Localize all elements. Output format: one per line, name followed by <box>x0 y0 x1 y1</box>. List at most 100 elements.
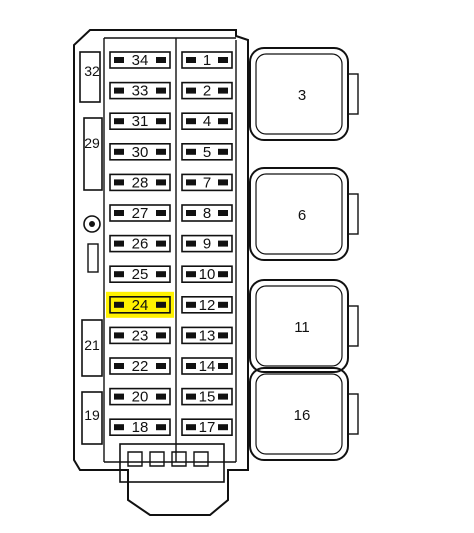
fuse-body <box>181 81 233 100</box>
fuse-terminal-left <box>186 179 196 186</box>
side-connector-lower <box>81 319 103 377</box>
right-column-fuse: 12 <box>181 295 233 314</box>
bottom-connector-pins <box>127 451 209 467</box>
right-column-fuse: 2 <box>181 81 233 100</box>
fuse-number: 15 <box>199 389 216 406</box>
fuse-terminal-left <box>186 118 196 125</box>
relay-inner <box>255 373 343 455</box>
relay-tab <box>347 193 359 235</box>
side-connector-mid <box>83 117 103 191</box>
fuse-number: 4 <box>203 113 211 130</box>
relay-number: 11 <box>294 319 310 336</box>
fuse-terminal-left <box>186 301 196 308</box>
relay: 11 <box>249 279 359 373</box>
fuse-terminal-left <box>114 210 124 216</box>
right-column-fuse: 14 <box>181 357 233 375</box>
right-column-fuse: 5 <box>181 143 233 161</box>
fuse-terminal-left <box>114 332 124 339</box>
left-column-fuse: 33 <box>109 81 171 100</box>
right-column-fuse: 10 <box>181 265 233 284</box>
fuse-terminal-right <box>218 271 228 278</box>
fuse-number: 25 <box>132 266 149 283</box>
fuse-body <box>109 387 171 406</box>
fuse-terminal-right <box>218 301 228 308</box>
fuse-number: 34 <box>132 52 149 69</box>
fuse-terminal-right <box>218 424 228 431</box>
fuse-body <box>181 112 233 130</box>
fuse-body <box>181 387 233 406</box>
left-column-fuse: 18 <box>109 418 171 437</box>
fuse-terminal-right <box>156 271 166 278</box>
fuse-number: 5 <box>203 144 211 161</box>
left-column-fuse: 28 <box>109 173 171 192</box>
relay-tab <box>347 305 359 347</box>
fuse-number: 2 <box>203 83 211 100</box>
relay-tab <box>347 73 359 115</box>
fuse-body <box>109 357 171 375</box>
left-column-fuse: 30 <box>109 143 171 161</box>
fuse-terminal-left <box>186 87 196 94</box>
fuse-number: 13 <box>199 327 216 344</box>
fuse-body <box>109 143 171 161</box>
left-column-fuse: 31 <box>109 112 171 130</box>
fuse-body <box>109 204 171 222</box>
relay: 16 <box>249 367 359 461</box>
fuse-body <box>181 204 233 222</box>
right-column-fuse: 17 <box>181 418 233 436</box>
side-label: 32 <box>84 63 100 79</box>
fuse-body <box>109 418 171 437</box>
fuse-terminal-left <box>114 363 124 369</box>
left-column-fuse: 26 <box>109 234 171 253</box>
relay-number: 6 <box>298 207 306 224</box>
fuse-terminal-right <box>218 87 228 94</box>
fuse-terminal-right <box>156 424 166 431</box>
mounting-screw-center <box>89 221 95 227</box>
fuse-body <box>181 143 233 161</box>
right-column-fuse: 8 <box>181 204 233 222</box>
fuse-terminal-right <box>218 148 228 155</box>
fuse-body <box>109 326 171 345</box>
fuse-body <box>109 265 171 284</box>
fuse-number: 27 <box>132 205 149 222</box>
fuse-terminal-left <box>114 393 124 400</box>
fuse-body <box>109 173 171 192</box>
relay-number: 16 <box>294 407 311 424</box>
fuse-number: 7 <box>203 174 211 191</box>
fuse-terminal-right <box>218 240 228 247</box>
fuse-terminal-right <box>156 240 166 247</box>
right-column-fuse: 4 <box>181 112 233 130</box>
fuse-body <box>109 234 171 253</box>
fuse-box-top-rail <box>104 37 236 463</box>
fuse-terminal-right <box>156 118 166 125</box>
fuse-terminal-left <box>186 393 196 400</box>
fuse-number: 18 <box>132 419 149 436</box>
right-column-fuse: 9 <box>181 234 233 253</box>
fuse-body <box>181 51 233 69</box>
relay: 6 <box>249 167 359 261</box>
fuse-terminal-left <box>114 271 124 278</box>
fuse-terminal-right <box>156 87 166 94</box>
fuse-body <box>109 295 171 314</box>
left-column-fuse: 20 <box>109 387 171 406</box>
left-column-fuse: 22 <box>109 357 171 375</box>
fuse-number: 33 <box>132 83 149 100</box>
fuse-body <box>181 265 233 284</box>
fuse-terminal-right <box>156 179 166 186</box>
left-column-fuse: 23 <box>109 326 171 345</box>
fuse-terminal-left <box>186 271 196 278</box>
fuse-terminal-left <box>186 57 196 63</box>
right-column-fuse: 1 <box>181 51 233 69</box>
fuse-number: 8 <box>203 205 211 222</box>
fuse-number: 1 <box>203 52 211 69</box>
right-column-fuse: 15 <box>181 387 233 406</box>
fuse-body <box>181 173 233 192</box>
fuse-body <box>109 81 171 100</box>
fuse-terminal-left <box>114 301 124 308</box>
fuse-number: 10 <box>199 266 216 283</box>
fuse-terminal-right <box>156 301 166 308</box>
fuse-terminal-right <box>156 57 166 63</box>
fuse-terminal-left <box>114 57 124 63</box>
fuse-terminal-left <box>186 210 196 216</box>
